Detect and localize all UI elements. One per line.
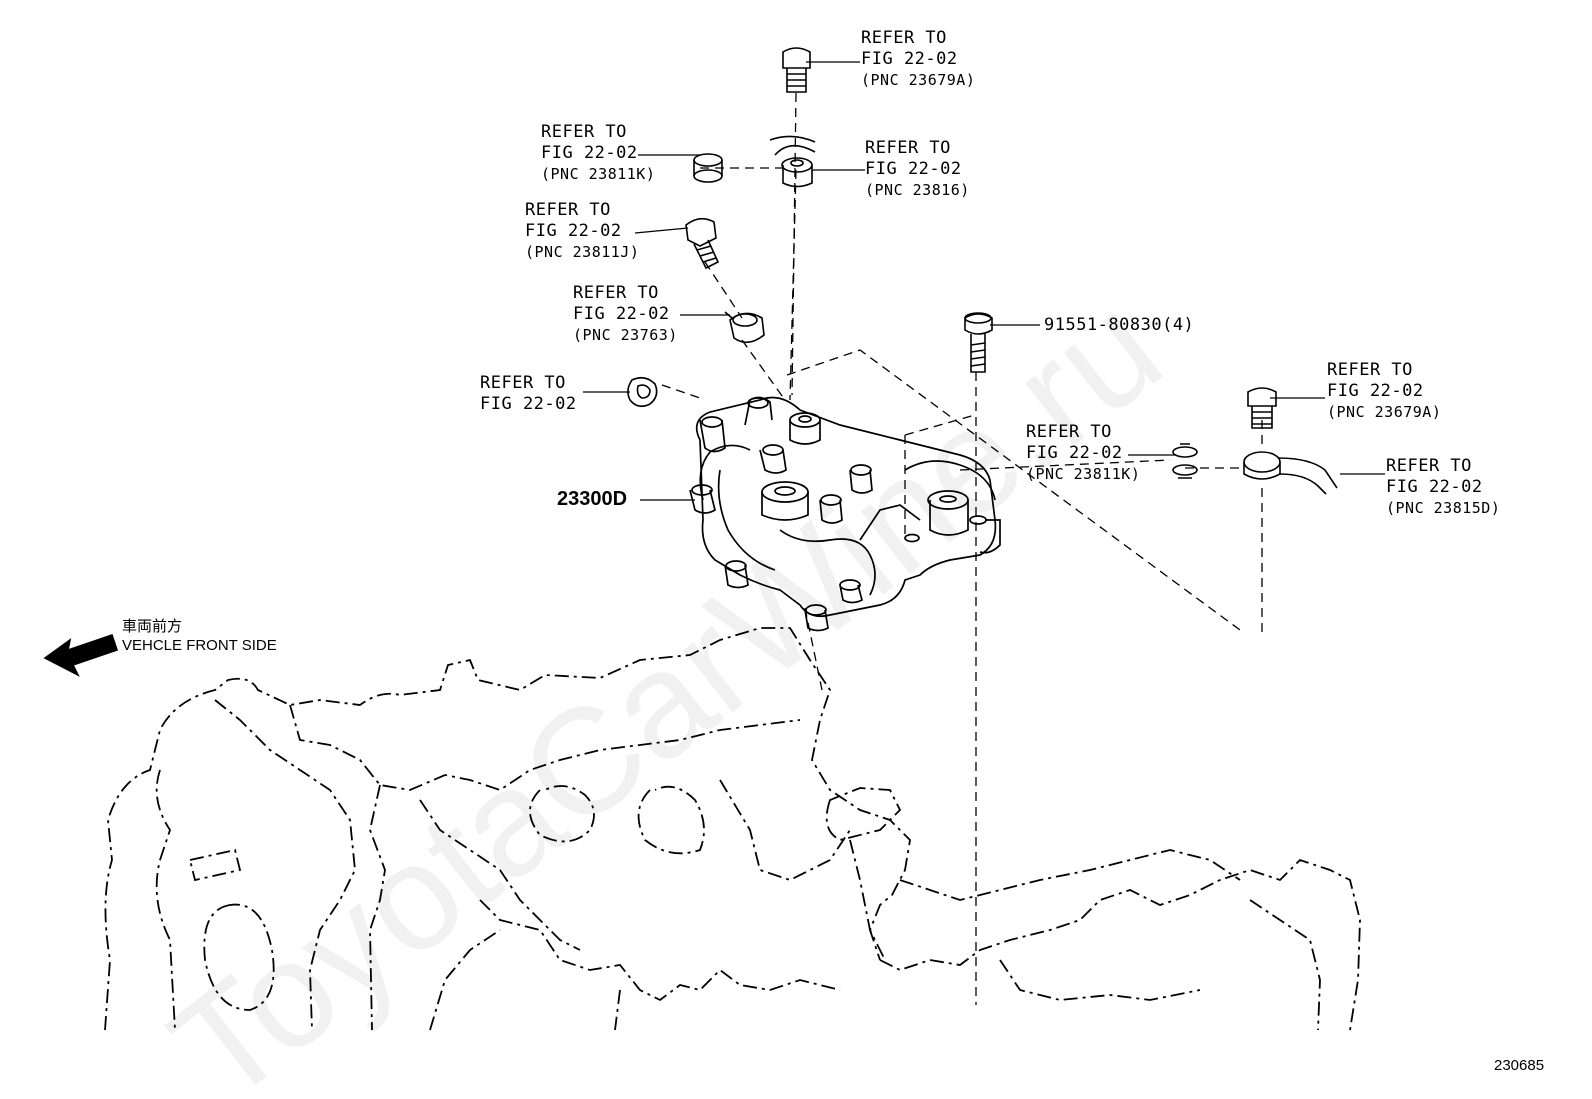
callout-pnc-23679a-top: REFER TO FIG 22-02 (PNC 23679A) [861,28,975,91]
callout-line1: REFER TO [525,200,611,220]
vehicle-front-label-jp: 車両前方 [122,618,183,635]
callout-pnc: (PNC 23679A) [1327,403,1442,421]
callout-line1: REFER TO [1386,456,1472,476]
callout-pnc: (PNC 23811J) [525,243,640,261]
callout-pnc-23679a-right: REFER TO FIG 22-02 (PNC 23679A) [1327,360,1441,423]
callout-pnc: (PNC 23811K) [541,165,656,183]
vehicle-front-arrow-icon [43,633,119,677]
callout-pnc: (PNC 23679A) [861,71,976,89]
callout-line1: REFER TO [861,28,947,48]
callout-pnc-23763: REFER TO FIG 22-02 (PNC 23763) [573,283,678,346]
main-part-number-label: 23300D [557,488,628,510]
gasket-23811k-left [693,153,723,183]
callout-pnc-23815d: REFER TO FIG 22-02 (PNC 23815D) [1386,456,1500,519]
callout-line1: REFER TO [865,138,951,158]
bolt-23811j [685,217,720,270]
assembly-guides [661,92,1263,1005]
union-23816 [769,135,816,188]
plug-23763 [724,311,765,344]
callout-line2: FIG 22-02 [861,49,958,69]
callout-line2: FIG 22-02 [541,143,638,163]
callout-pnc-23816: REFER TO FIG 22-02 (PNC 23816) [865,138,970,201]
bolt-part-number-label: 91551-80830(4) [1044,315,1195,335]
o-ring-left [627,376,658,408]
callout-pnc-23811j: REFER TO FIG 22-02 (PNC 23811J) [525,200,639,263]
bolt-91551-80830 [964,312,993,373]
gasket-23811k-right [1172,443,1198,479]
figure-id: 230685 [1494,1057,1545,1074]
vehicle-front-label-en: VEHCLE FRONT SIDE [122,637,277,654]
pump-housing-23300d [689,396,1001,632]
callout-line2: FIG 22-02 [865,159,962,179]
callout-line2: FIG 22-02 [1327,381,1424,401]
callout-line2: FIG 22-02 [1386,477,1483,497]
callout-pnc: (PNC 23815D) [1386,499,1501,517]
union-23815d [1243,451,1338,495]
callout-line2: FIG 22-02 [525,221,622,241]
callout-line1: REFER TO [573,283,659,303]
engine-block [104,627,1361,1031]
vehicle-front-label: 車両前方 VEHCLE FRONT SIDE [122,617,277,655]
callout-pnc-23811k-right: REFER TO FIG 22-02 (PNC 23811K) [1026,422,1140,485]
callout-pnc: (PNC 23816) [865,181,970,199]
callout-pnc: (PNC 23811K) [1026,465,1141,483]
callout-line2: FIG 22-02 [1026,443,1123,463]
callout-line1: REFER TO [1026,422,1112,442]
bolt-23679a-top [782,47,811,93]
callout-pnc-23811k-left: REFER TO FIG 22-02 (PNC 23811K) [541,122,655,185]
leader-lines [583,61,1385,501]
callout-line2: FIG 22-02 [480,394,577,414]
callout-line1: REFER TO [480,373,566,393]
callout-pnc: (PNC 23763) [573,326,678,344]
callout-line1: REFER TO [541,122,627,142]
callout-o-ring: REFER TO FIG 22-02 [480,373,577,415]
callout-line1: REFER TO [1327,360,1413,380]
bolt-23679a-right [1247,387,1277,429]
callout-line2: FIG 22-02 [573,304,670,324]
